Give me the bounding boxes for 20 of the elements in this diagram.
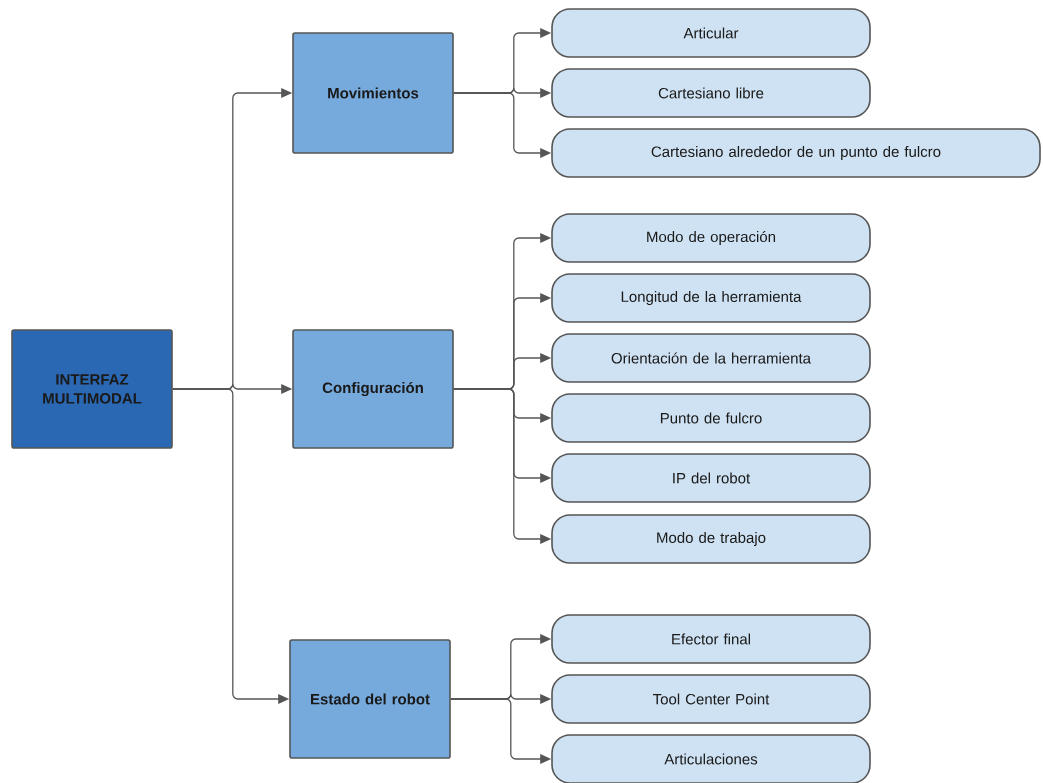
connector-arrow xyxy=(453,388,552,544)
root-box: INTERFAZ MULTIMODAL xyxy=(11,329,173,449)
category-box: Movimientos xyxy=(292,32,454,154)
connector-arrow xyxy=(172,388,290,704)
item-box: Punto de fulcro xyxy=(551,393,871,443)
item-box: Modo de operación xyxy=(551,213,871,263)
item-box: IP del robot xyxy=(551,453,871,503)
item-box: Modo de trabajo xyxy=(551,514,871,564)
item-box: Orientación de la herramienta xyxy=(551,333,871,383)
connector-arrow xyxy=(450,698,552,764)
connector-arrow xyxy=(453,92,552,158)
item-box: Articulaciones xyxy=(551,734,871,783)
item-box: Longitud de la herramienta xyxy=(551,273,871,323)
item-box: Articular xyxy=(551,8,871,58)
item-box: Efector final xyxy=(551,614,871,664)
category-box: Configuración xyxy=(292,329,454,449)
item-box: Tool Center Point xyxy=(551,674,871,724)
item-box: Cartesiano libre xyxy=(551,68,871,118)
category-box: Estado del robot xyxy=(289,639,451,759)
item-box: Cartesiano alrededor de un punto de fulcro xyxy=(551,128,1041,178)
